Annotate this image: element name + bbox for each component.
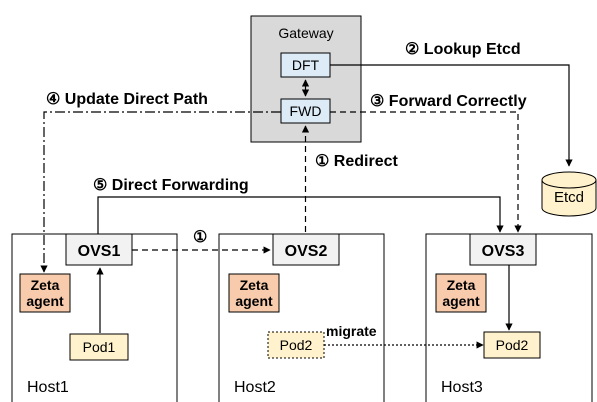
zeta-agent-host3-line2: agent — [442, 293, 480, 309]
etcd-label: Etcd — [554, 189, 584, 206]
ovs3-box — [469, 233, 537, 266]
direct-forwarding-label: ⑤ Direct Forwarding — [93, 177, 249, 194]
ovs3-label: OVS3 — [482, 243, 525, 260]
ovs1-box — [65, 233, 133, 266]
redirect-label: ① Redirect — [315, 153, 398, 170]
ovs2-label: OVS2 — [285, 243, 328, 260]
zeta-agent-host2 — [228, 273, 280, 313]
zeta-agent-host3 — [435, 273, 487, 313]
pod1-label: Pod1 — [83, 339, 116, 355]
pod1-box — [69, 333, 129, 361]
ovs1-ovs2-marker: ① — [193, 229, 207, 246]
fwd-label: FWD — [290, 103, 322, 119]
host1-label: Host1 — [27, 379, 69, 396]
update-direct-path-label: ④ Update Direct Path — [46, 91, 208, 108]
fwd-table — [280, 98, 331, 124]
ovs1-label: OVS1 — [78, 243, 121, 260]
forward-correctly-arrow — [330, 111, 522, 233]
pod2-new-label: Pod2 — [496, 337, 529, 353]
host2-label: Host2 — [234, 379, 276, 396]
update-direct-path-arrow — [40, 111, 281, 273]
ovs2-box — [272, 233, 340, 266]
zeta-agent-host2-line2: agent — [235, 293, 273, 309]
zeta-agent-host3-line1: Zeta — [447, 277, 476, 293]
lookup-etcd-label: ② Lookup Etcd — [405, 41, 521, 58]
pod2-new-box — [483, 331, 541, 359]
forward-correctly-label: ③ Forward Correctly — [370, 93, 527, 110]
gateway-title: Gateway — [278, 25, 333, 41]
zeta-agent-host1-line1: Zeta — [31, 277, 60, 293]
etcd-store — [541, 171, 597, 217]
dft-label: DFT — [292, 57, 320, 73]
zeta-agent-host1-line2: agent — [26, 293, 64, 309]
lookup-etcd-arrow — [330, 64, 573, 167]
dft-table — [280, 52, 331, 78]
zeta-agent-host2-line1: Zeta — [240, 277, 269, 293]
migrate-label: migrate — [326, 323, 377, 339]
host3-label: Host3 — [441, 379, 483, 396]
direct-forwarding-arrow — [97, 196, 504, 235]
zeta-agent-host1 — [19, 273, 71, 313]
pod2-old-label: Pod2 — [280, 337, 313, 353]
pod2-old-box — [267, 331, 325, 359]
